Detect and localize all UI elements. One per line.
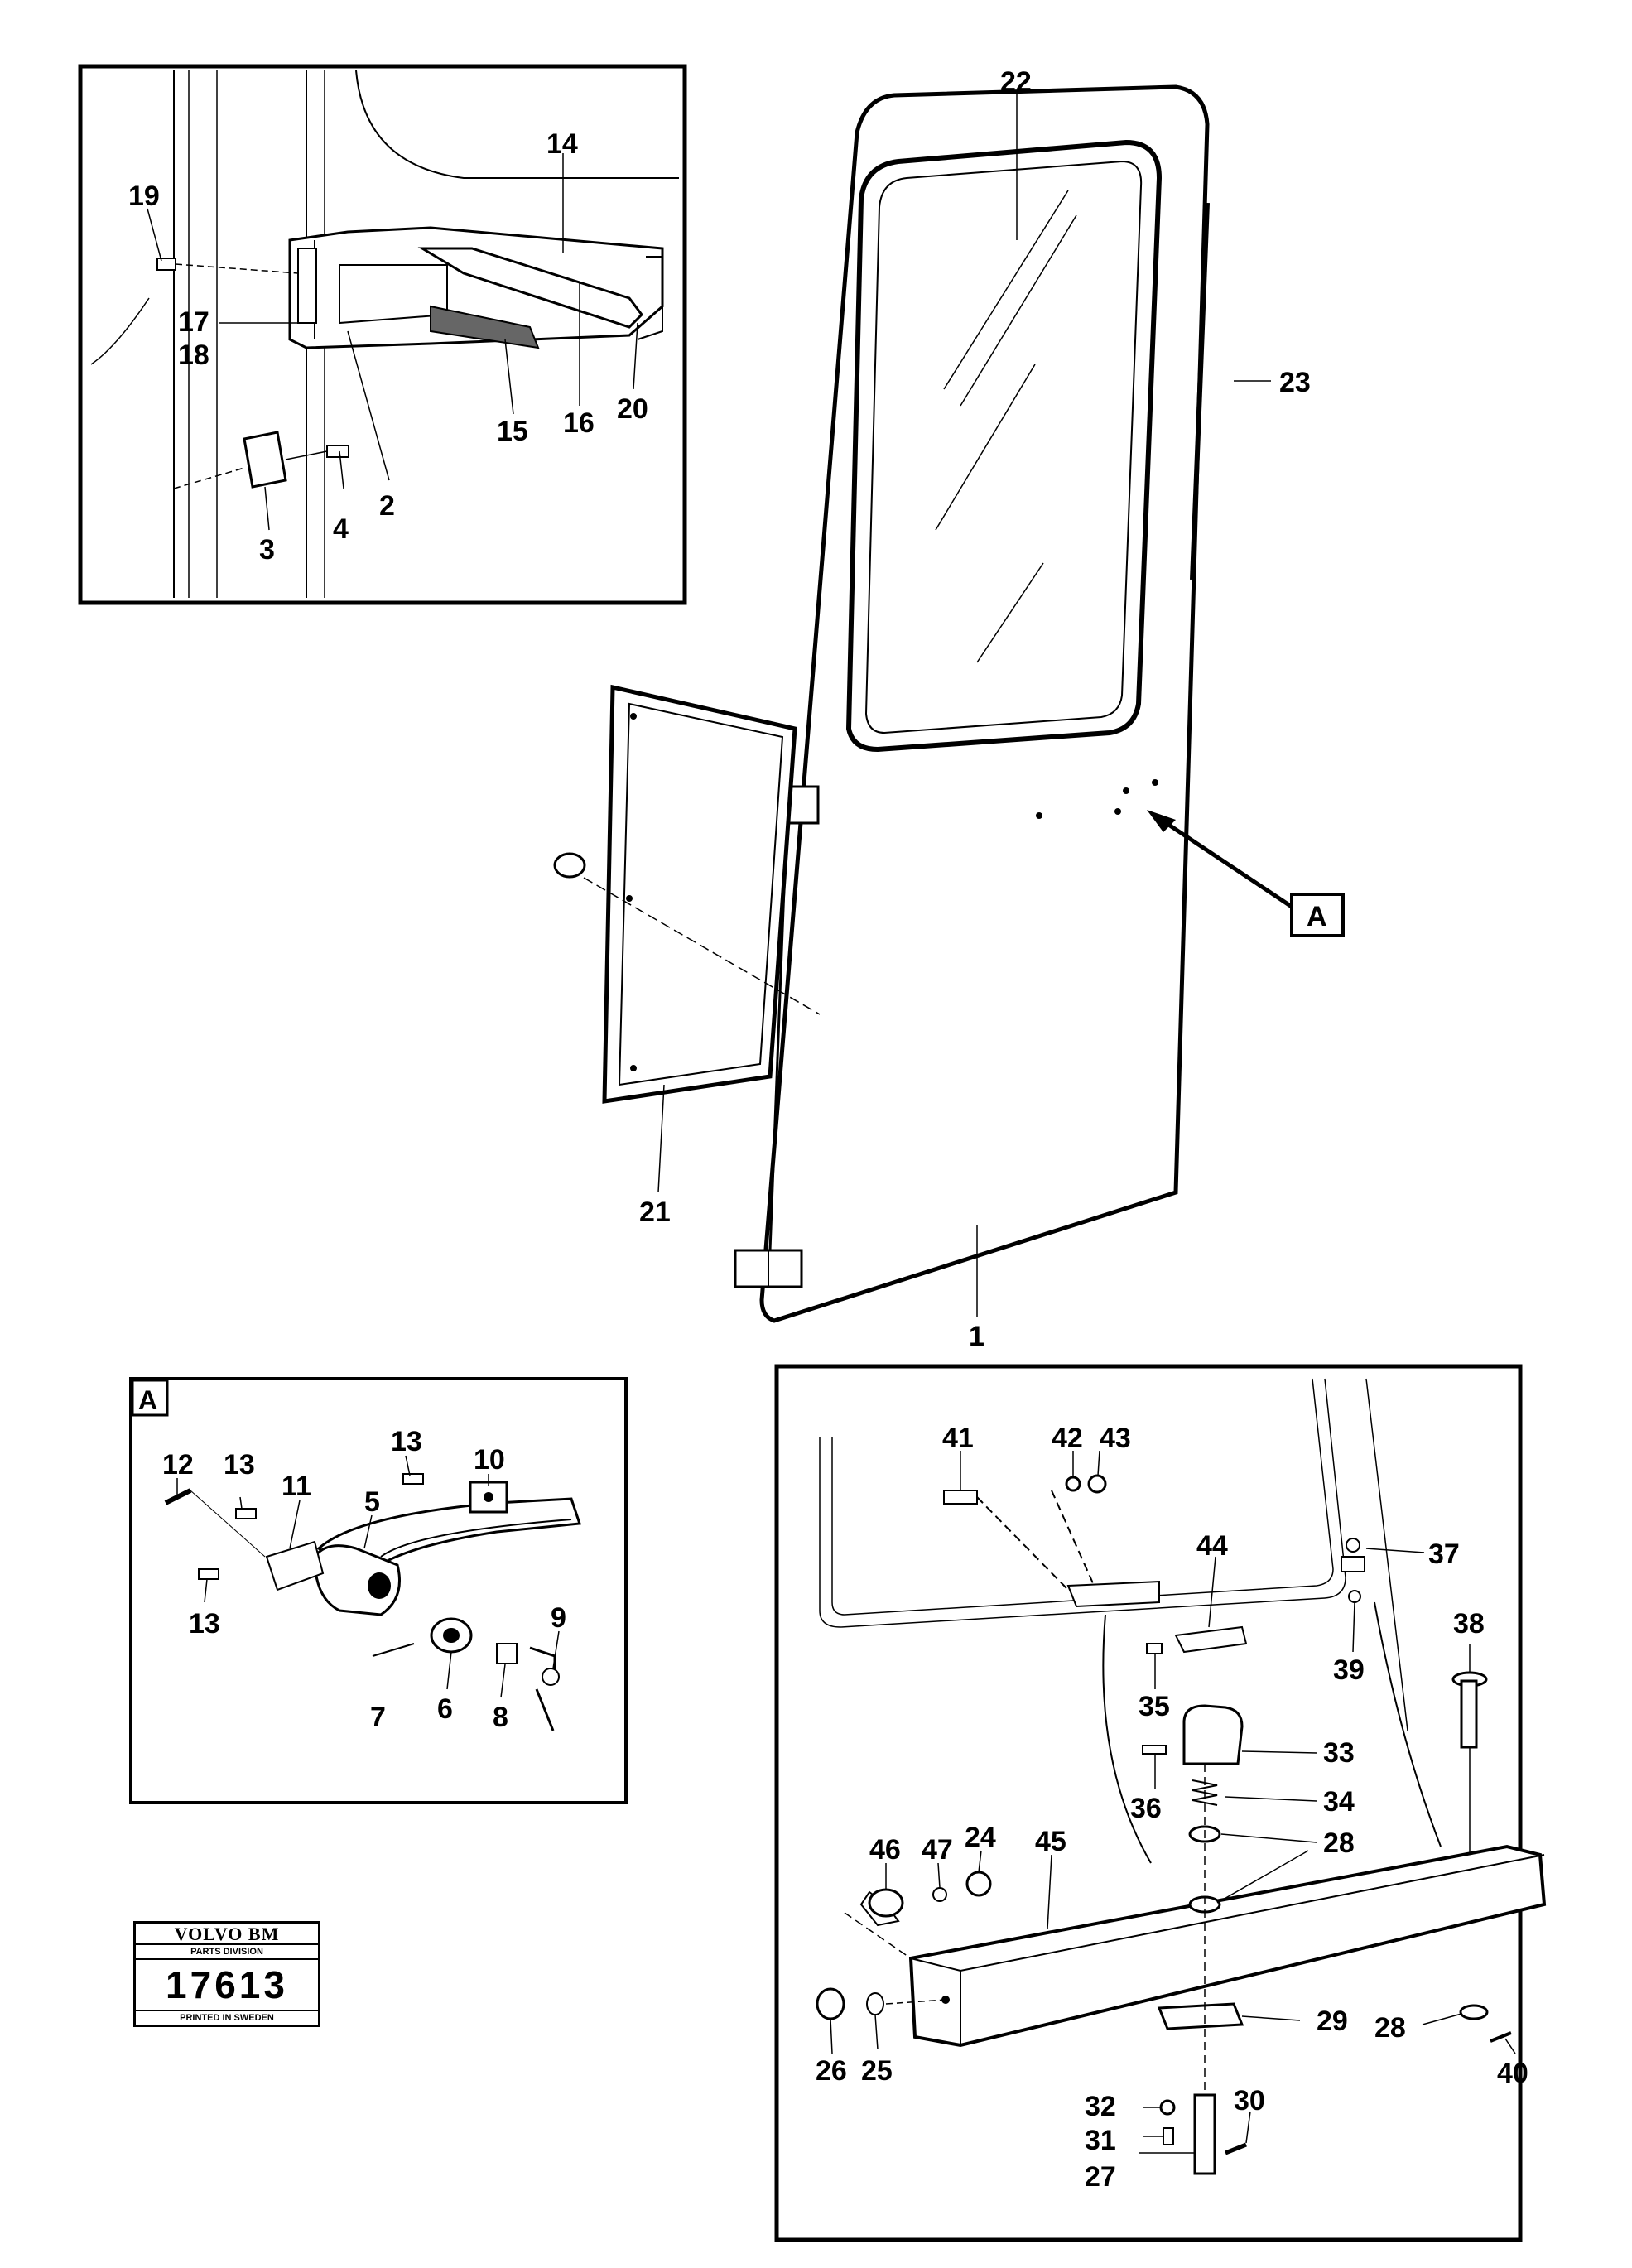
label-15: 15 [497, 416, 528, 447]
label-30: 30 [1234, 2085, 1265, 2116]
label-40: 40 [1497, 2058, 1528, 2089]
detail-a-frame-label: A [138, 1385, 157, 1415]
inner-panel [602, 684, 797, 1104]
label-27: 27 [1085, 2161, 1116, 2193]
label-23: 23 [1279, 367, 1311, 398]
label-47: 47 [922, 1834, 953, 1866]
label-19: 19 [128, 181, 160, 212]
label-13-top: 13 [391, 1426, 422, 1457]
label-29: 29 [1317, 2006, 1348, 2037]
hinge-detail-frame: 41 42 43 44 37 38 39 35 33 36 34 28 46 4… [774, 1364, 1547, 2242]
label-35: 35 [1139, 1691, 1170, 1722]
label-39: 39 [1333, 1654, 1365, 1686]
label-18: 18 [178, 339, 209, 371]
label-33: 33 [1323, 1737, 1355, 1769]
label-45: 45 [1035, 1826, 1066, 1857]
label-17: 17 [178, 306, 209, 338]
stamp-number: 17613 [136, 1960, 318, 2011]
label-32: 32 [1085, 2091, 1116, 2122]
detail-a-frame: A [129, 1377, 628, 1804]
label-26: 26 [816, 2055, 847, 2087]
volvo-bm-stamp: VOLVO BM PARTS DIVISION 17613 PRINTED IN… [133, 1921, 320, 2027]
callout-a-label: A [1307, 901, 1327, 932]
label-36: 36 [1130, 1793, 1162, 1824]
label-1: 1 [969, 1321, 984, 1352]
label-3: 3 [259, 534, 275, 566]
plug-icon [553, 852, 821, 1015]
screw-4-icon [285, 445, 349, 460]
label-37: 37 [1428, 1538, 1460, 1570]
label-20: 20 [617, 393, 648, 425]
label-8: 8 [493, 1702, 508, 1733]
stamp-brand: VOLVO BM [136, 1924, 318, 1945]
label-12: 12 [162, 1449, 194, 1481]
latch-detail-frame: 19 17 18 14 2 3 4 15 16 20 [78, 64, 687, 605]
label-9: 9 [551, 1602, 566, 1634]
stamp-printed: PRINTED IN SWEDEN [180, 2013, 274, 2023]
label-13-mid: 13 [224, 1449, 255, 1481]
label-7: 7 [370, 1702, 386, 1733]
label-34: 34 [1323, 1786, 1355, 1818]
label-41: 41 [942, 1423, 974, 1454]
label-46: 46 [869, 1834, 901, 1866]
knob-3-icon [173, 431, 287, 489]
label-21: 21 [639, 1197, 671, 1228]
label-22: 22 [1000, 66, 1032, 98]
label-24: 24 [965, 1822, 996, 1853]
label-25: 25 [861, 2055, 893, 2087]
label-5: 5 [364, 1486, 380, 1518]
label-42: 42 [1052, 1423, 1083, 1454]
label-13-low: 13 [189, 1608, 220, 1640]
label-16: 16 [563, 407, 595, 439]
label-11: 11 [282, 1471, 311, 1502]
label-28-right: 28 [1374, 2012, 1406, 2044]
label-44: 44 [1196, 1530, 1228, 1562]
stamp-division: PARTS DIVISION [136, 1945, 318, 1960]
hinge-bar [908, 1844, 1547, 2048]
latch-assembly [288, 226, 664, 349]
lower-hinge-icon [734, 1249, 803, 1288]
label-43: 43 [1100, 1423, 1131, 1454]
label-28-top: 28 [1323, 1827, 1355, 1859]
label-31: 31 [1085, 2125, 1116, 2156]
label-38: 38 [1453, 1608, 1485, 1640]
label-6: 6 [437, 1693, 453, 1725]
label-10: 10 [474, 1444, 505, 1476]
detail-a-callout: A [1147, 810, 1345, 937]
label-2: 2 [379, 490, 395, 522]
screw-19-icon [156, 258, 299, 274]
label-14: 14 [546, 128, 578, 160]
label-4: 4 [333, 513, 349, 545]
door-assembly [734, 84, 1210, 1323]
